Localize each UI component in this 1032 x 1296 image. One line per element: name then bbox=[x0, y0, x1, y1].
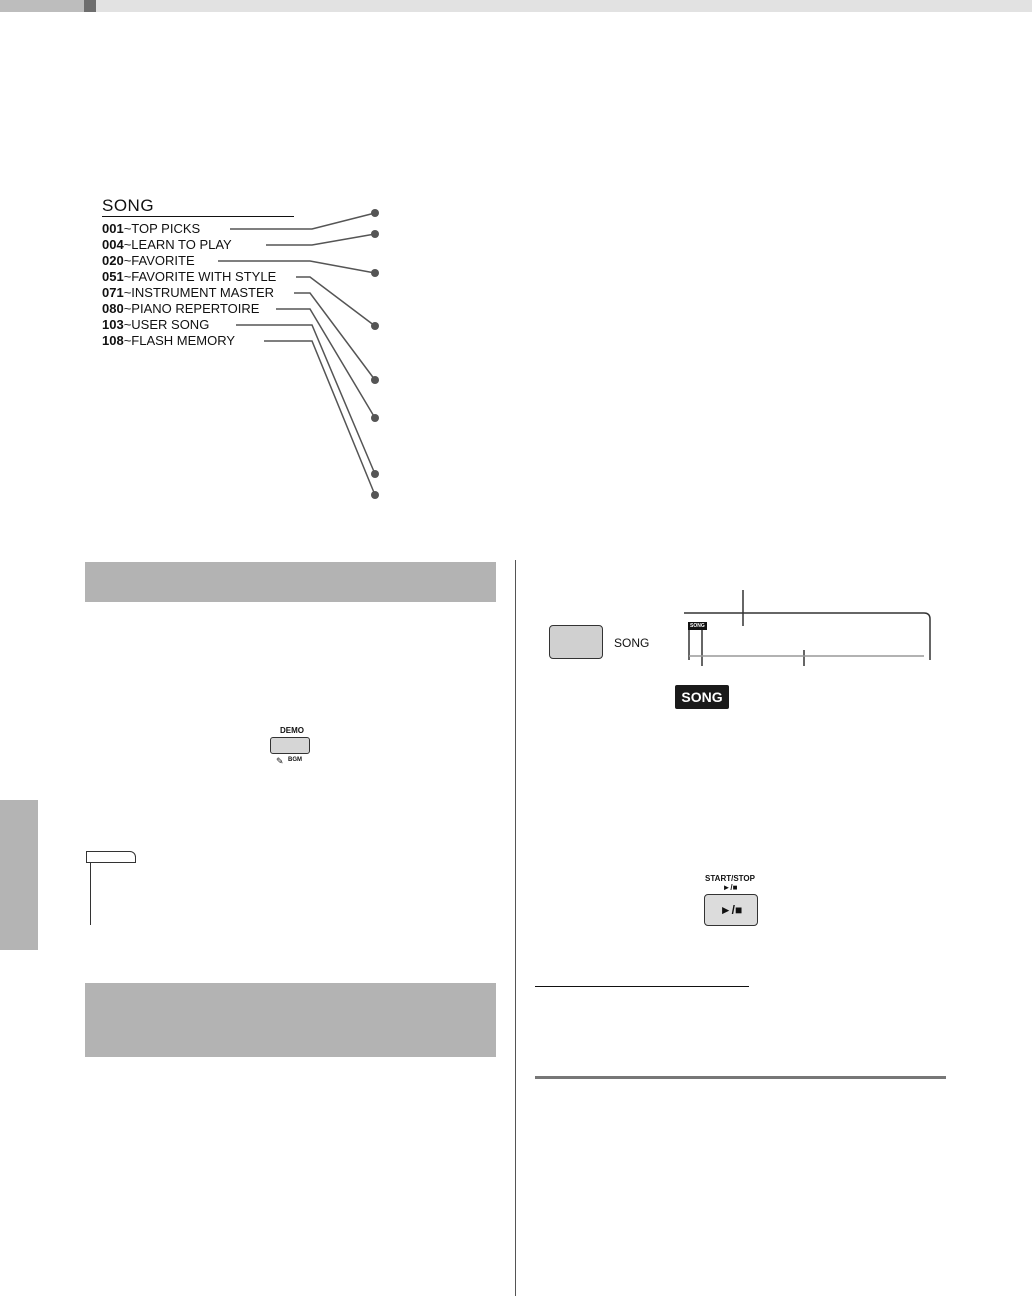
section-heading-banner bbox=[85, 562, 496, 602]
song-number: 004 bbox=[102, 237, 124, 252]
note-tab bbox=[86, 851, 136, 863]
lcd-display-outline bbox=[684, 590, 931, 666]
play-stop-glyph-label: ►/■ bbox=[722, 883, 738, 892]
song-category-row: 020~FAVORITE bbox=[102, 253, 195, 268]
pencil-icon: ✎ bbox=[276, 756, 284, 766]
lcd-frame-top bbox=[684, 612, 931, 660]
song-category-row: 001~TOP PICKS bbox=[102, 221, 200, 236]
song-category-label: LEARN TO PLAY bbox=[131, 237, 232, 252]
song-category-row: 071~INSTRUMENT MASTER bbox=[102, 285, 274, 300]
leader-dot bbox=[371, 322, 379, 330]
song-category-label: FLASH MEMORY bbox=[131, 333, 236, 348]
song-list-underline bbox=[102, 216, 294, 217]
song-category-row: 080~PIANO REPERTOIRE bbox=[102, 301, 259, 316]
section-rule-short bbox=[535, 986, 749, 987]
section-rule-long bbox=[535, 1076, 946, 1079]
song-category-label: FAVORITE bbox=[131, 253, 195, 268]
leader-line bbox=[236, 324, 376, 475]
start-stop-button[interactable]: ►/■ bbox=[704, 894, 758, 926]
song-category-label: USER SONG bbox=[131, 317, 210, 332]
leader-dot bbox=[371, 230, 379, 238]
song-category-label: PIANO REPERTOIRE bbox=[131, 301, 260, 316]
range-tilde: ~ bbox=[123, 285, 132, 300]
range-tilde: ~ bbox=[123, 221, 132, 236]
song-category-row: 103~USER SONG bbox=[102, 317, 209, 332]
song-number: 001 bbox=[102, 221, 124, 236]
song-number: 020 bbox=[102, 253, 124, 268]
column-divider bbox=[515, 560, 516, 1296]
range-tilde: ~ bbox=[123, 333, 132, 348]
song-button[interactable] bbox=[549, 625, 603, 659]
leader-line bbox=[276, 308, 376, 419]
song-category-row: 108~FLASH MEMORY bbox=[102, 333, 235, 348]
lcd-song-indicator: SONG bbox=[688, 622, 707, 630]
leader-line bbox=[296, 276, 376, 327]
leader-line bbox=[266, 233, 376, 246]
song-indicator-badge: SONG bbox=[675, 685, 729, 709]
song-number: 103 bbox=[102, 317, 124, 332]
song-category-label: TOP PICKS bbox=[131, 221, 201, 236]
song-category-label: INSTRUMENT MASTER bbox=[131, 285, 275, 300]
song-category-row: 051~FAVORITE WITH STYLE bbox=[102, 269, 276, 284]
song-category-row: 004~LEARN TO PLAY bbox=[102, 237, 232, 252]
range-tilde: ~ bbox=[123, 301, 132, 316]
header-bar-marker bbox=[84, 0, 96, 12]
demo-button[interactable] bbox=[270, 737, 310, 754]
leader-dot bbox=[371, 269, 379, 277]
start-stop-label-text: START/STOP bbox=[705, 874, 755, 883]
leader-dot bbox=[371, 491, 379, 499]
header-bar-left bbox=[0, 0, 84, 12]
range-tilde: ~ bbox=[123, 237, 132, 252]
leader-dot bbox=[371, 209, 379, 217]
leader-line bbox=[218, 260, 376, 274]
song-number: 071 bbox=[102, 285, 124, 300]
song-number: 051 bbox=[102, 269, 124, 284]
song-button-label: SONG bbox=[614, 636, 650, 650]
header-bar-right bbox=[96, 0, 1032, 12]
song-number: 080 bbox=[102, 301, 124, 316]
range-tilde: ~ bbox=[123, 253, 132, 268]
leader-dot bbox=[371, 470, 379, 478]
demo-button-label: DEMO bbox=[280, 726, 304, 735]
range-tilde: ~ bbox=[123, 317, 132, 332]
leader-line bbox=[294, 292, 376, 381]
leader-line bbox=[230, 212, 376, 230]
leader-dot bbox=[371, 414, 379, 422]
leader-line bbox=[264, 340, 376, 496]
note-side-rule bbox=[90, 863, 91, 925]
range-tilde: ~ bbox=[123, 269, 132, 284]
song-number: 108 bbox=[102, 333, 124, 348]
bgm-label: BGM bbox=[288, 757, 302, 763]
song-list-title: SONG bbox=[102, 196, 155, 215]
song-category-label: FAVORITE WITH STYLE bbox=[131, 269, 277, 284]
leader-lines bbox=[218, 209, 379, 499]
start-stop-label: START/STOP ►/■ bbox=[686, 874, 774, 892]
section-heading-banner bbox=[85, 983, 496, 1057]
leader-dot bbox=[371, 376, 379, 384]
chapter-side-tab bbox=[0, 800, 38, 950]
